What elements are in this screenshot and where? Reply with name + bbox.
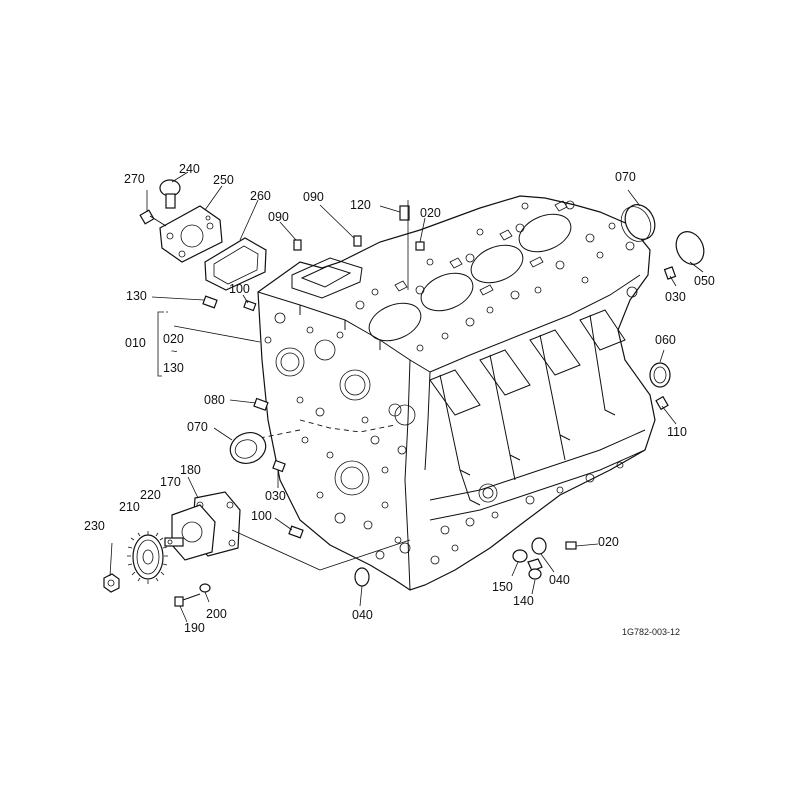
part-040-bottom-plug [354,567,370,587]
label-150: 150 [492,580,513,594]
part-100-bottom-pin [288,525,304,539]
part-050-plug [675,231,705,265]
part-040-right-plug [531,537,547,555]
part-070-plug-top [620,204,656,242]
part-260-gasket [204,237,267,291]
label-060: 060 [655,333,676,347]
label-190: 190 [184,621,205,635]
label-080: 080 [204,393,225,407]
part-030-right [663,266,677,280]
cylinder-block [249,195,656,591]
label-090a: 090 [268,210,289,224]
part-110-pin [655,395,669,411]
part-190-bolt [174,593,201,607]
label-020-bracket: 020 [163,332,184,346]
part-080-pin [253,397,269,411]
label-200: 200 [206,607,227,621]
part-090b-dowel [353,235,362,247]
bracket-range-symbol: ~ [171,346,178,358]
part-120-dowel [399,205,410,221]
part-020-bottom-plug [565,541,577,550]
label-260: 260 [250,189,271,203]
part-210-gear [127,531,168,584]
label-180: 180 [180,463,201,477]
part-270-bolt [139,209,167,227]
part-100-top-pin [243,299,257,312]
label-210: 210 [119,500,140,514]
label-010: 010 [125,336,146,350]
label-110: 110 [667,425,687,439]
label-170: 170 [160,475,181,489]
label-050: 050 [694,274,715,288]
part-090a-dowel [293,239,302,251]
label-040-right: 040 [549,573,570,587]
label-270: 270 [124,172,145,186]
label-220: 220 [140,488,161,502]
label-020-top: 020 [420,206,441,220]
label-040-bottom: 040 [352,608,373,622]
label-100-bottom: 100 [251,509,272,523]
label-230: 230 [84,519,105,533]
part-060-seal [649,362,671,388]
label-120: 120 [350,198,371,212]
label-240: 240 [179,162,200,176]
part-150-washer [512,549,528,563]
leader-lines [109,171,704,623]
part-220-shaft [164,537,184,547]
label-100-top: 100 [229,282,250,296]
drawing-code: 1G782-003-12 [622,627,681,637]
part-130-plug [202,295,218,309]
part-230-nut [103,573,120,593]
label-070-top: 070 [615,170,636,184]
part-030-left [272,459,286,473]
label-140: 140 [513,594,534,608]
part-240-fitting [159,179,181,209]
part-020-top-plug [415,241,425,251]
part-070-seal-left [229,432,267,464]
label-250: 250 [213,173,234,187]
label-030-left: 030 [265,489,286,503]
label-030-right: 030 [665,290,686,304]
part-250-flange [159,205,223,263]
label-130: 130 [126,289,147,303]
part-200-washer [199,583,211,593]
label-090b: 090 [303,190,324,204]
label-130-bracket: 130 [163,361,184,375]
part-140-bolt [527,558,543,580]
label-070-left: 070 [187,420,208,434]
label-020-bottom: 020 [598,535,619,549]
